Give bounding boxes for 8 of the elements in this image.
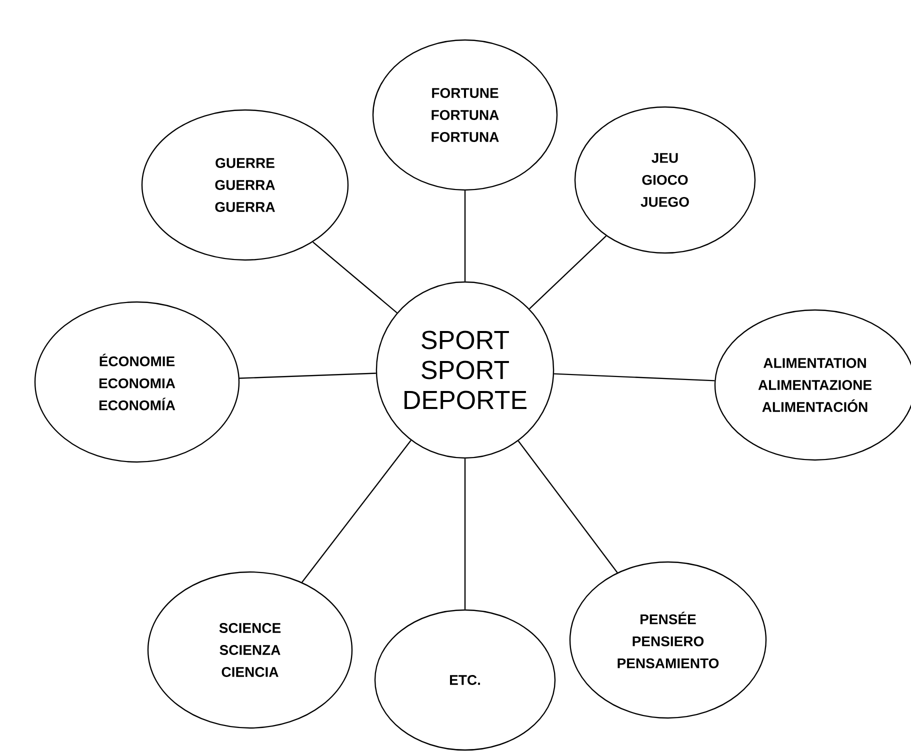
connector-line: [464, 458, 466, 610]
connector-line: [302, 440, 412, 583]
connector-line: [518, 440, 618, 573]
connector-line: [529, 236, 607, 310]
connector-line: [239, 372, 376, 379]
connector-line: [312, 242, 398, 314]
connector-line: [554, 373, 715, 382]
connector-line: [464, 190, 466, 282]
